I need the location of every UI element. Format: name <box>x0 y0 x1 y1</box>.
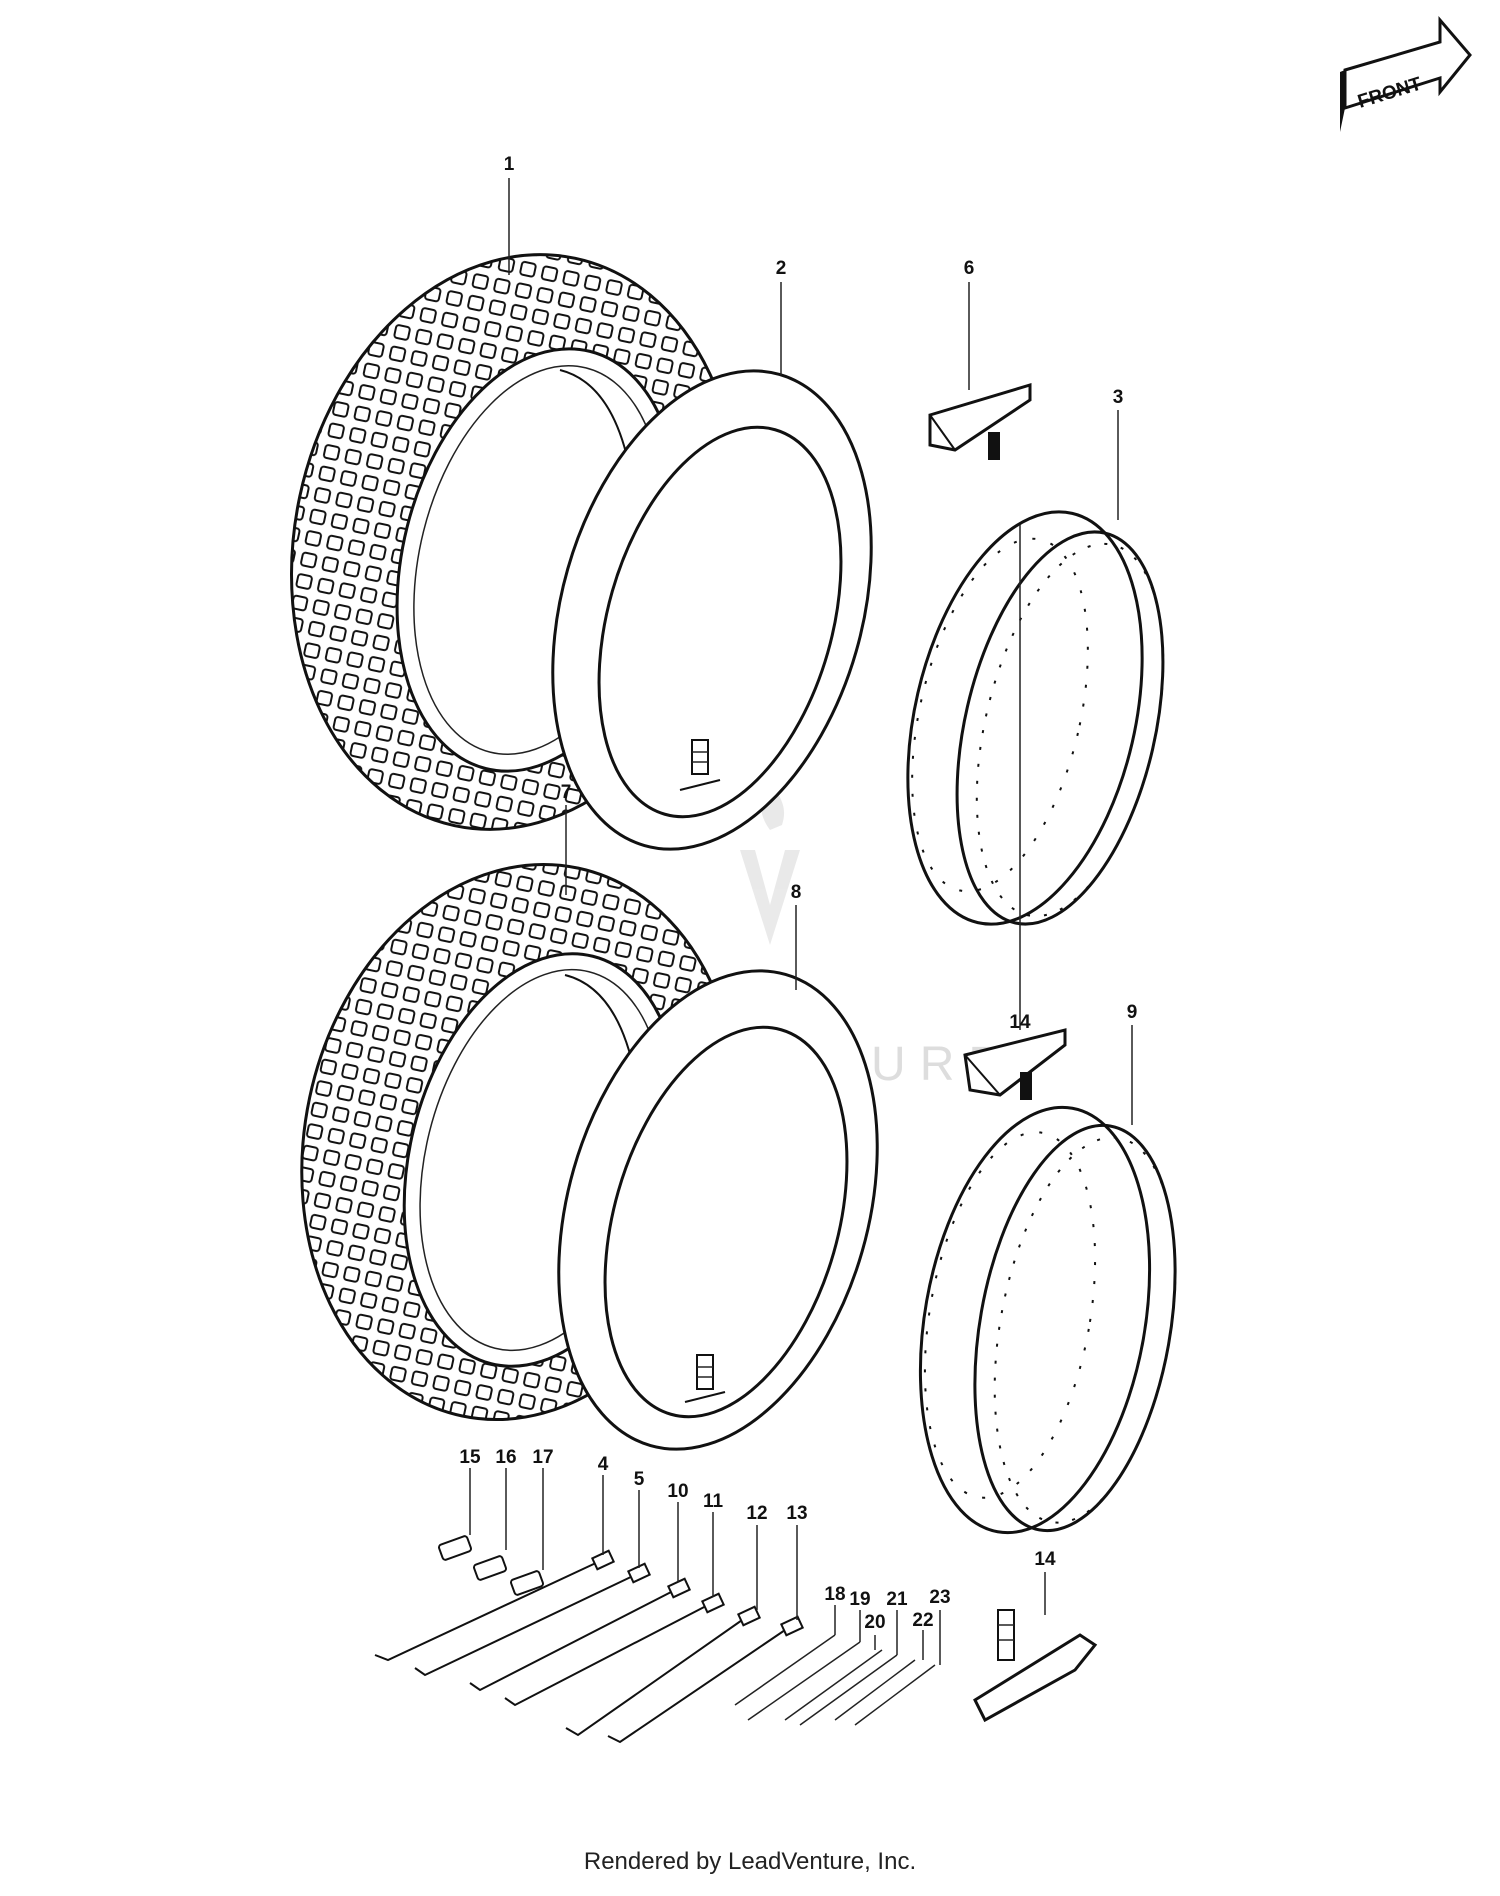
callout-22: 22 <box>912 1610 933 1631</box>
rim-lock-icon <box>963 1028 1067 1100</box>
spokes-short <box>734 1634 936 1726</box>
callout-17: 17 <box>532 1447 553 1468</box>
valve-caps <box>438 1535 544 1596</box>
callout-11: 11 <box>703 1491 724 1512</box>
leader-lines <box>469 178 1133 1665</box>
callout-7: 7 <box>561 782 572 803</box>
callout-23: 23 <box>929 1587 950 1608</box>
tube-valve-icon <box>684 1354 726 1403</box>
rear-inner-tube <box>557 969 879 1451</box>
callout-13: 13 <box>786 1503 807 1524</box>
callout-3: 3 <box>1113 387 1124 408</box>
callout-9: 9 <box>1127 1002 1138 1023</box>
front-rim <box>906 510 1165 926</box>
callout-4: 4 <box>598 1454 609 1475</box>
callout-19: 19 <box>849 1589 870 1610</box>
rear-rim <box>918 1105 1177 1535</box>
spokes-long <box>374 1549 805 1744</box>
tube-valve-icon <box>679 739 721 791</box>
callout-21: 21 <box>886 1589 908 1610</box>
callout-20: 20 <box>864 1612 885 1633</box>
callout-6: 6 <box>964 258 975 279</box>
callout-2: 2 <box>776 258 787 279</box>
rim-lock-icon <box>928 382 1032 460</box>
callout-14-upper: 14 <box>1009 1012 1031 1033</box>
callout-8: 8 <box>791 882 802 903</box>
callout-18: 18 <box>824 1584 845 1605</box>
callout-15: 15 <box>459 1447 481 1468</box>
front-inner-tube <box>551 369 873 851</box>
callout-14-lower: 14 <box>1034 1549 1056 1570</box>
callout-5: 5 <box>634 1469 645 1490</box>
callout-12: 12 <box>746 1503 767 1524</box>
rendered-by-footer: Rendered by LeadVenture, Inc. <box>583 1848 917 1875</box>
callout-1: 1 <box>504 154 515 175</box>
rim-lock-icon <box>973 1609 1098 1723</box>
front-direction-arrow-icon: FRONT <box>1340 15 1472 132</box>
callout-10: 10 <box>667 1481 688 1502</box>
callout-16: 16 <box>495 1447 516 1468</box>
